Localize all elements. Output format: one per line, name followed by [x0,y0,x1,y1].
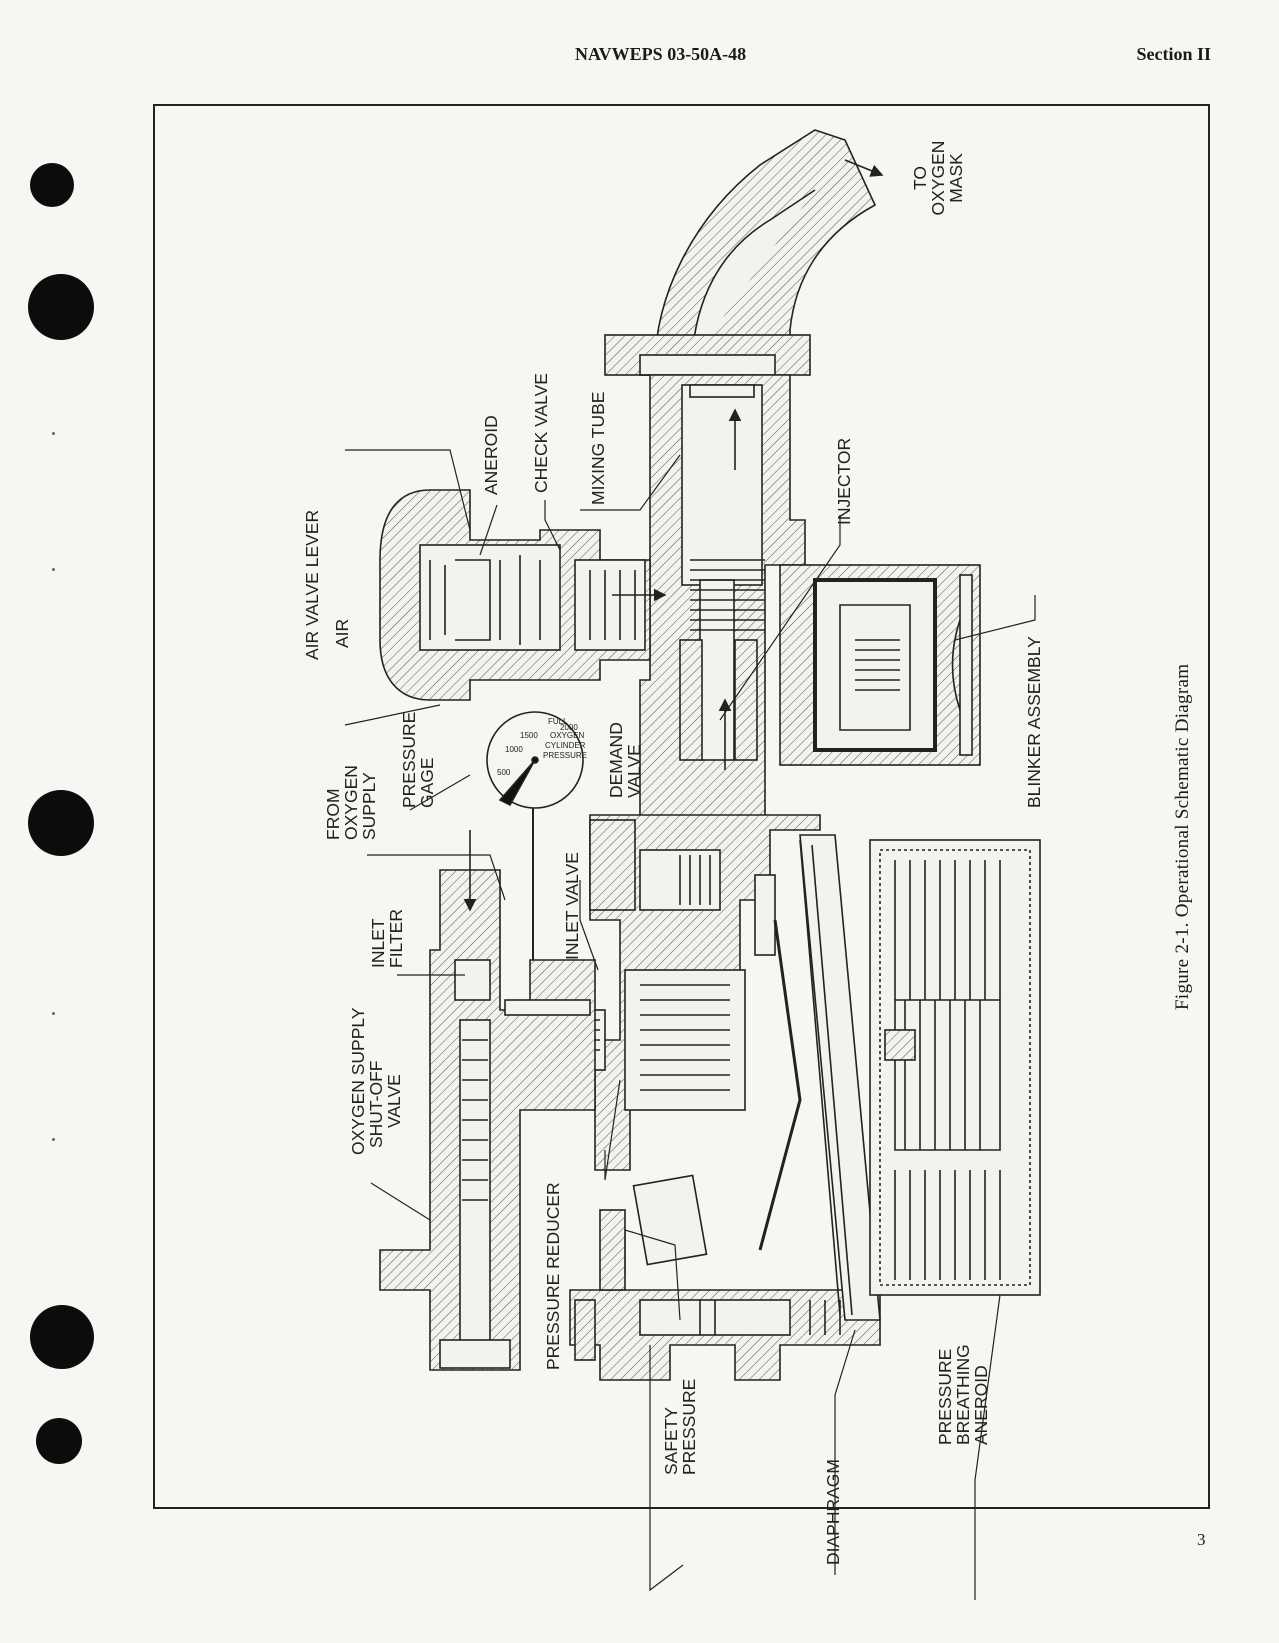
label-pressure-breathing-aneroid: ANEROID [971,1365,991,1445]
label-to-mask: MASK [946,153,966,203]
page-number: 3 [1197,1530,1206,1549]
binder-hole [28,790,94,856]
label-shut-off-valve: VALVE [384,1074,404,1128]
mixing-tube-bore [681,384,763,586]
section-title: Section II [1136,44,1211,64]
gauge-dial-label: 2000 [560,723,578,732]
gauge-dial-label: 1000 [505,745,523,754]
pressure-reducer [624,969,746,1111]
figure-frame [153,104,1210,1509]
label-inlet-valve: INLET VALVE [562,852,582,960]
label-to-mask: TO [910,166,930,190]
label-air-valve-lever: AIR VALVE LEVER [302,510,322,660]
label-demand-valve: DEMAND [606,722,626,798]
label-safety-pressure: PRESSURE [679,1379,699,1475]
margin-dot [52,1138,55,1141]
label-demand-valve: VALVE [624,744,644,798]
label-from-supply: SUPPLY [359,772,379,840]
label-safety-pressure: SAFETY [661,1407,681,1475]
gauge-dial-label: 500 [497,768,511,777]
label-injector: INJECTOR [834,438,854,525]
binder-hole [28,274,94,340]
label-from-supply: OXYGEN [341,765,361,840]
gauge-dial-label: 1500 [520,731,538,740]
label-from-supply: FROM [323,788,343,840]
document-id: NAVWEPS 03-50A-48 [575,44,747,64]
label-inlet-filter: FILTER [386,909,406,968]
gauge-dial-text: OXYGEN CYLINDER PRESSURE 1000 1500 FULL … [497,717,587,777]
figure-labels: TO OXYGEN MASK MIXING TUBE CHECK VALVE A… [302,141,1044,1565]
label-blinker-assembly: BLINKER ASSEMBLY [1024,636,1044,808]
label-pressure-gage: GAGE [417,757,437,808]
label-pressure-breathing-aneroid: PRESSURE [935,1349,955,1445]
label-pressure-gage: PRESSURE [399,712,419,808]
figure-caption: Figure 2-1. Operational Schematic Diagra… [1172,663,1193,1010]
label-aneroid: ANEROID [481,415,501,495]
label-check-valve: CHECK VALVE [531,373,551,493]
binder-hole [30,1305,94,1369]
label-to-mask: OXYGEN [928,141,948,216]
label-pressure-reducer: PRESSURE REDUCER [543,1182,563,1370]
label-mixing-tube: MIXING TUBE [588,392,608,505]
gauge-dial-label: FULL [548,717,568,726]
label-pressure-breathing-aneroid: BREATHING [953,1344,973,1445]
diaphragm [799,834,881,1321]
label-diaphragm: DIAPHRAGM [823,1459,843,1565]
margin-dot [52,568,55,571]
injector [699,579,735,761]
label-shut-off-valve: SHUT-OFF [366,1061,386,1149]
margin-dot [52,432,55,435]
gauge-dial-label: CYLINDER [545,741,586,750]
binder-hole [30,163,74,207]
binder-hole [36,1418,82,1464]
label-inlet-filter: INLET [368,918,388,968]
margin-dot [52,1012,55,1015]
gauge-dial-label: PRESSURE [543,751,587,760]
label-shut-off-valve: OXYGEN SUPPLY [348,1007,368,1155]
pressure-gauge [486,711,584,960]
gauge-dial-label: OXYGEN [550,731,584,740]
label-air: AIR [332,619,352,648]
